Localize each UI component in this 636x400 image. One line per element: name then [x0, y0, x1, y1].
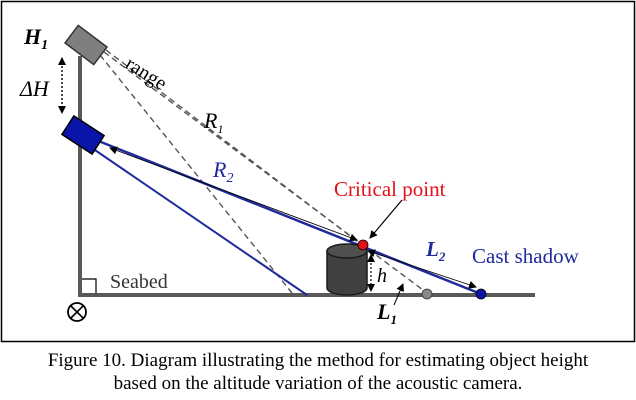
shadow-end-high-marker	[475, 288, 487, 300]
observer-symbol-icon	[67, 302, 87, 322]
r2-label: R2	[212, 157, 233, 186]
l1-pointer-arrow	[393, 283, 404, 306]
r2-arrow	[109, 146, 358, 242]
caption-line-2: based on the altitude variation of the a…	[113, 373, 523, 394]
critical-point-label: Critical point	[334, 177, 446, 201]
r1-label: R1	[203, 108, 223, 136]
range-label: range	[121, 53, 170, 95]
critical-point-pointer	[369, 199, 403, 239]
seabed-label: Seabed	[110, 271, 168, 293]
object-cylinder	[326, 243, 368, 296]
camera-low	[60, 114, 106, 156]
diagram: H1 ΔH range R1 R2 Critical point L2 Cast…	[0, 0, 636, 343]
l2-arrow	[367, 249, 477, 289]
diagram-frame	[0, 0, 636, 343]
critical-point-marker	[357, 239, 369, 251]
cast-shadow-label: Cast shadow	[472, 244, 580, 268]
camera-high	[63, 24, 109, 66]
h1-label: H1	[23, 24, 48, 53]
delta-h-label: ΔH	[19, 76, 50, 101]
figure-caption: Figure 10. Diagram illustrating the meth…	[0, 349, 636, 395]
h-label: h	[377, 265, 387, 287]
l1-label: L1	[376, 299, 397, 327]
caption-line-1: Figure 10. Diagram illustrating the meth…	[47, 350, 589, 371]
l2-label: L2	[425, 237, 446, 264]
right-angle-marker	[82, 278, 97, 293]
shadow-end-low-marker	[421, 288, 433, 300]
